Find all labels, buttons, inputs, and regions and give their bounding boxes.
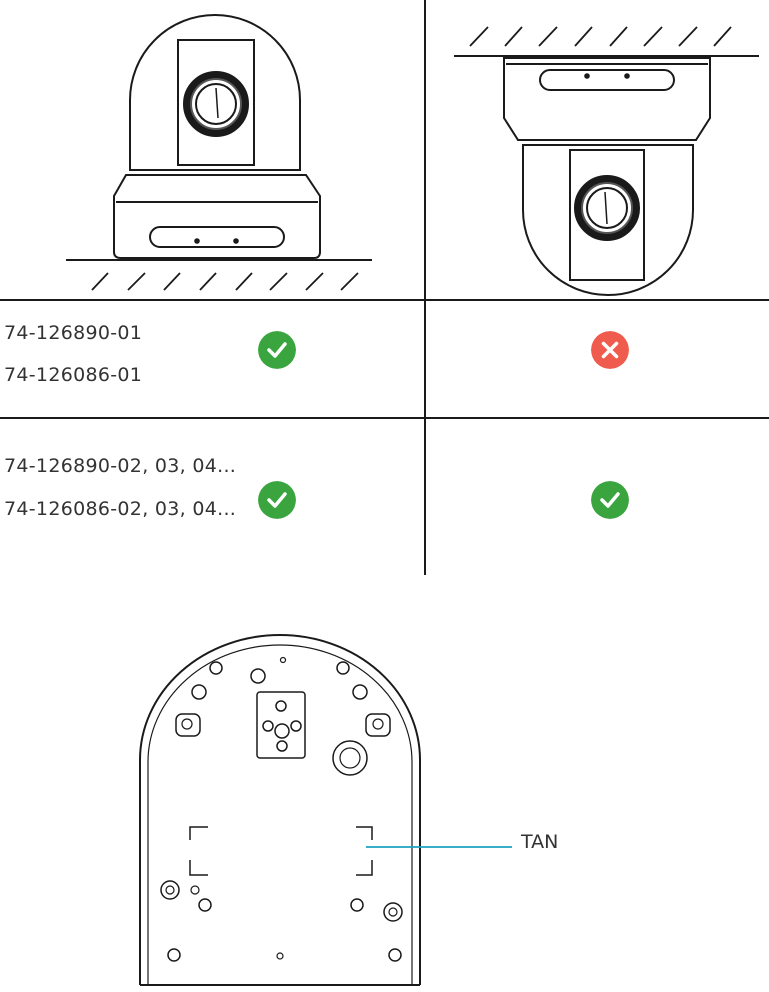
check-icon bbox=[258, 481, 296, 519]
cross-icon bbox=[591, 331, 629, 369]
table-grid bbox=[0, 0, 769, 575]
part-number-row1-b: 74-126086-01 bbox=[4, 364, 143, 386]
camera-table-mount-illustration bbox=[66, 14, 372, 291]
camera-underside-illustration bbox=[139, 634, 512, 986]
tan-label: TAN bbox=[521, 831, 559, 853]
part-number-row2-b: 74-126086-02, 03, 04... bbox=[4, 498, 237, 520]
check-icon bbox=[591, 481, 629, 519]
part-number-row2-a: 74-126890-02, 03, 04... bbox=[4, 455, 237, 477]
check-icon bbox=[258, 331, 296, 369]
camera-ceiling-mount-illustration bbox=[454, 26, 759, 296]
part-number-row1-a: 74-126890-01 bbox=[4, 322, 143, 344]
